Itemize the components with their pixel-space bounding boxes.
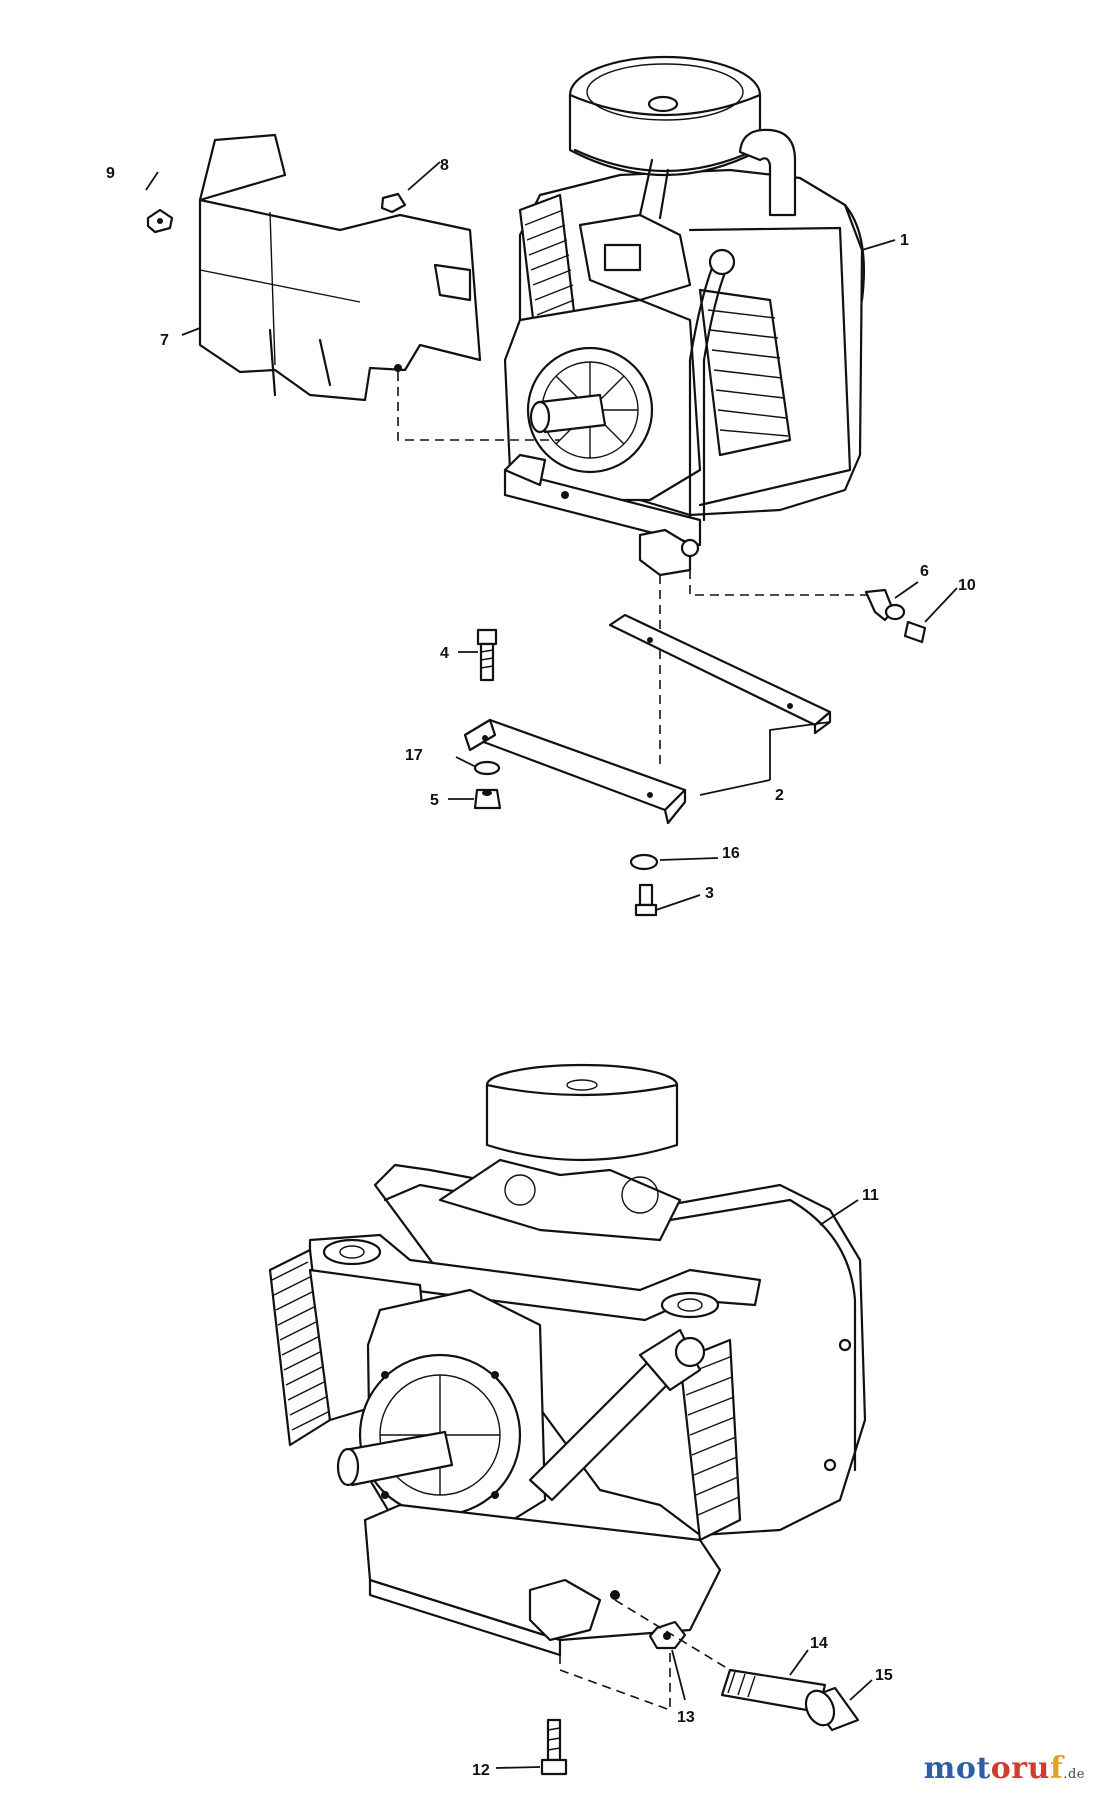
alignment-line-shield xyxy=(397,372,560,441)
top-engine-assembly: 1 2 3 4 5 6 7 8 9 10 16 17 xyxy=(106,55,976,917)
drain-cap-15 xyxy=(804,1686,860,1732)
callout-17: 17 xyxy=(405,747,423,764)
callout-11: 11 xyxy=(862,1187,879,1204)
air-cleaner-bottom xyxy=(485,1063,679,1162)
alignment-line-elbow xyxy=(689,570,880,596)
bottom-engine-assembly: 11 12 13 14 15 xyxy=(268,1063,893,1779)
washer-16 xyxy=(629,853,659,871)
screw-3 xyxy=(634,883,658,917)
watermark-suffix: .de xyxy=(1063,1767,1085,1782)
cylinder-heads xyxy=(438,1158,682,1242)
callout-2: 2 xyxy=(775,787,784,804)
washer-17 xyxy=(473,760,501,776)
callout-6: 6 xyxy=(920,563,929,580)
watermark-part1: mot xyxy=(923,1751,991,1786)
callout-16: 16 xyxy=(722,845,740,862)
crankshaft-bottom xyxy=(336,1430,454,1487)
watermark-part2: oru xyxy=(990,1751,1050,1786)
flywheel-housing xyxy=(358,1288,547,1542)
engine-base xyxy=(503,453,702,577)
heat-shield xyxy=(198,133,482,402)
bolt-4 xyxy=(476,628,498,682)
callout-5: 5 xyxy=(430,792,439,809)
callout-4: 4 xyxy=(440,645,449,662)
watermark-part3: f xyxy=(1049,1751,1064,1786)
intake-manifold xyxy=(308,1233,762,1322)
alignment-line-bolt xyxy=(559,1640,671,1712)
callout-12: 12 xyxy=(472,1762,490,1779)
callout-1: 1 xyxy=(900,232,909,249)
screw-9 xyxy=(146,208,174,234)
carburetor-block xyxy=(578,158,692,302)
crankshaft xyxy=(529,393,607,434)
mounting-rail-front xyxy=(463,718,687,825)
nut-13 xyxy=(648,1620,687,1650)
cylinder-right-bottom xyxy=(678,1338,742,1542)
dipstick-tube xyxy=(688,266,714,522)
plug-10 xyxy=(903,620,927,644)
air-cleaner xyxy=(568,55,762,176)
cylinder-fins-right xyxy=(698,288,792,457)
callout-15: 15 xyxy=(875,1667,893,1684)
nut-8 xyxy=(380,192,407,214)
dipstick-tube-bottom xyxy=(528,1328,706,1502)
nut-5 xyxy=(473,788,502,810)
callout-7: 7 xyxy=(160,332,169,349)
elbow-fitting-6 xyxy=(864,588,906,622)
callout-10: 10 xyxy=(958,577,976,594)
callout-14: 14 xyxy=(810,1635,828,1652)
callout-8: 8 xyxy=(440,157,449,174)
breather-tube xyxy=(738,128,797,217)
callout-9: 9 xyxy=(106,165,115,182)
mounting-rail-rear xyxy=(608,613,832,735)
bolt-12 xyxy=(540,1718,568,1776)
callout-3: 3 xyxy=(705,885,714,902)
callout-13: 13 xyxy=(677,1709,695,1726)
engine-base-bottom xyxy=(363,1503,722,1657)
watermark-logo: motoruf.de xyxy=(924,1751,1085,1786)
